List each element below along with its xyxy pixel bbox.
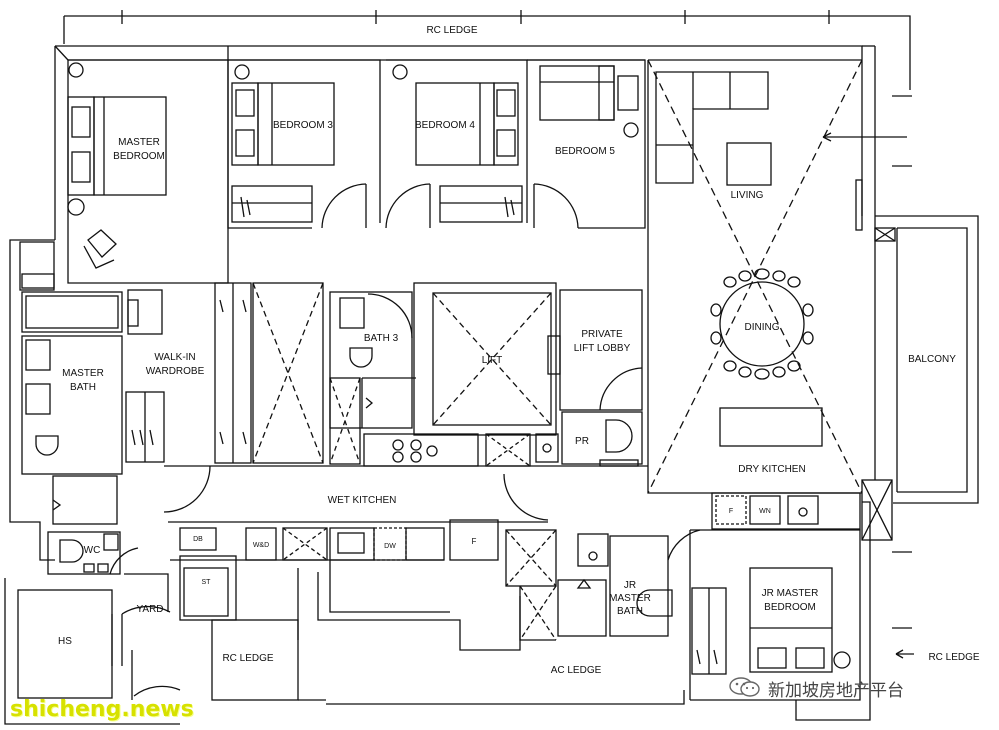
label-lift-lobby-2: LIFT LOBBY — [574, 343, 631, 354]
label-jr-bath-1: JR — [624, 580, 636, 591]
label-lift: LIFT — [482, 355, 503, 366]
label-walk-in-1: WALK-IN — [154, 352, 195, 363]
watermark-site: shicheng.news — [10, 697, 194, 722]
ledges-bottom — [211, 560, 685, 705]
exterior-walls — [54, 45, 912, 240]
label-lift-lobby-1: PRIVATE — [581, 329, 623, 340]
label-dw: DW — [384, 543, 396, 550]
label-pr: PR — [575, 436, 589, 447]
label-rc-ledge-right: RC LEDGE — [928, 652, 979, 663]
label-living: LIVING — [731, 190, 764, 201]
label-dining: DINING — [745, 322, 780, 333]
label-jr-bath-2: MASTER — [609, 593, 651, 604]
bedroom5-room — [527, 59, 646, 229]
label-ac-ledge: AC LEDGE — [551, 665, 602, 676]
central-core — [214, 282, 557, 465]
walk-in-wardrobe-area — [125, 391, 211, 513]
jr-master-bedroom-room — [690, 501, 914, 721]
living-dining-area — [647, 59, 907, 494]
room-labels: RC LEDGE MASTER BEDROOM BEDROOM 3 BEDROO… — [58, 25, 980, 676]
label-db: DB — [193, 536, 203, 543]
balcony-area — [874, 215, 979, 504]
watermark-channel: 新加坡房地产平台 — [768, 681, 904, 701]
label-master-bath-1: MASTER — [62, 368, 104, 379]
jr-master-bath-room — [505, 529, 701, 700]
label-master-bedroom-2: BEDROOM — [113, 151, 165, 162]
wet-kitchen-area — [168, 433, 648, 561]
label-dry-kitchen: DRY KITCHEN — [738, 464, 805, 475]
label-rc-ledge-top: RC LEDGE — [426, 25, 477, 36]
label-jr-bath-3: BATH — [617, 606, 643, 617]
wechat-icon — [729, 677, 760, 697]
label-bath3: BATH 3 — [364, 333, 399, 344]
label-wc: WC — [84, 545, 101, 556]
label-f-dry: F — [729, 508, 733, 515]
label-yard: YARD — [136, 604, 163, 615]
label-st: ST — [202, 579, 212, 586]
label-master-bath-2: BATH — [70, 382, 96, 393]
label-wn: WN — [759, 508, 771, 515]
label-f-wet: F — [472, 537, 477, 546]
lift-lobby-pr — [547, 289, 643, 467]
label-master-bedroom-1: MASTER — [118, 137, 160, 148]
label-wet-kitchen: WET KITCHEN — [328, 495, 397, 506]
label-jr-bedroom-1: JR MASTER — [762, 588, 819, 599]
master-bath-room — [9, 239, 163, 561]
label-jr-bedroom-2: BEDROOM — [764, 602, 816, 613]
label-balcony: BALCONY — [908, 354, 956, 365]
rc-ledge-outline — [63, 10, 911, 90]
label-bedroom3: BEDROOM 3 — [273, 120, 333, 131]
master-bedroom-room — [67, 59, 229, 284]
label-walk-in-2: WARDROBE — [146, 366, 205, 377]
service-area — [4, 531, 237, 725]
label-bedroom5: BEDROOM 5 — [555, 146, 615, 157]
bedroom4-room — [385, 59, 528, 229]
bedroom3-room — [227, 46, 381, 229]
label-rc-ledge-bottom: RC LEDGE — [222, 653, 273, 664]
dry-kitchen-counter — [711, 479, 893, 541]
label-bedroom4: BEDROOM 4 — [415, 120, 475, 131]
label-hs: HS — [58, 636, 72, 647]
label-wd: W&D — [253, 542, 269, 549]
